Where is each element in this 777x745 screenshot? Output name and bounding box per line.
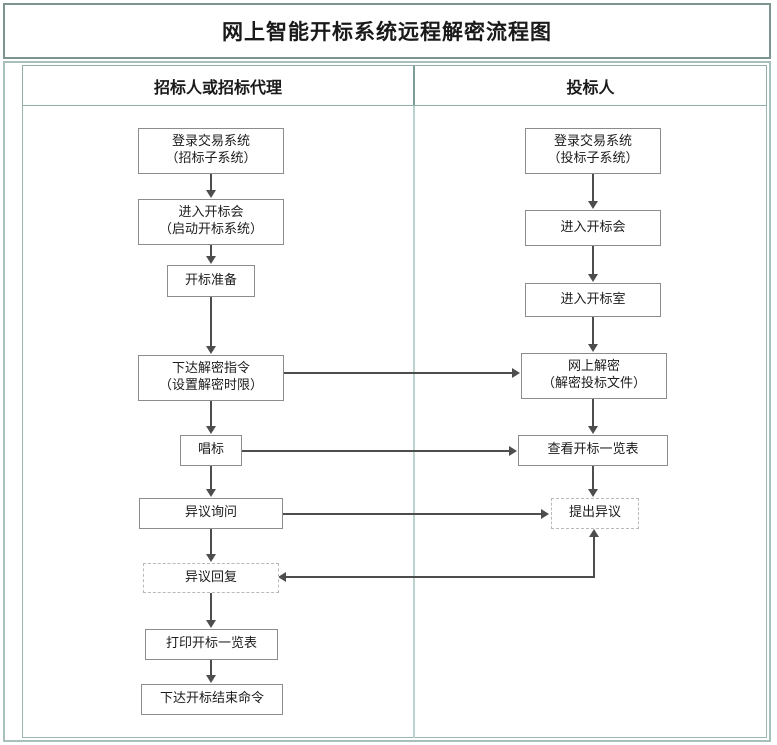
node-r1-line2: （投标子系统） [547,151,639,166]
node-l7-line1: 异议回复 [184,569,237,585]
node-raise-objection[interactable]: 提出异议 [551,498,639,529]
node-print-bid-opening-list[interactable]: 打印开标一览表 [145,629,278,660]
node-login-trading-system-tenderer[interactable]: 登录交易系统 （招标子系统） [138,128,284,174]
node-r4-line2: （解密投标文件） [541,376,646,391]
node-issue-decrypt-command[interactable]: 下达解密指令 （设置解密时限） [138,355,284,401]
node-r3-line1: 进入开标室 [560,291,626,307]
node-call-bid[interactable]: 唱标 [180,435,242,466]
swimlane-header-bidder: 投标人 [415,66,766,105]
edge-l8-l9-line [210,660,212,676]
node-enter-bid-opening-meeting-bidder[interactable]: 进入开标会 [525,210,661,246]
edge-l5-l6-arrow [206,489,216,497]
node-issue-bid-opening-end-command[interactable]: 下达开标结束命令 [141,684,283,715]
node-l2-line1: 进入开标会 [178,205,244,221]
node-l8-line1: 打印开标一览表 [165,636,257,652]
edge-l5-l6-line [210,466,212,490]
edge-l6-l7-line [210,529,212,555]
node-enter-bid-opening-room[interactable]: 进入开标室 [525,283,661,317]
edge-l2-l3-line [210,245,212,257]
edge-l7-l8-arrow [206,620,216,628]
edge-l6-r6-arrow [541,509,549,519]
edge-r6-l7-arrow [278,572,286,582]
node-l2-line2: （启动开标系统） [158,222,263,237]
node-l1-line2: （招标子系统） [165,151,257,166]
node-l4-line2: （设置解密时限） [158,378,263,393]
node-r5-line1: 查看开标一览表 [547,442,639,458]
edge-r3-r4-arrow [588,344,598,352]
node-objection-reply[interactable]: 异议回复 [143,563,279,593]
node-l3-line1: 开标准备 [184,272,237,288]
edge-r4-r5-line [592,399,594,427]
edge-r1-r2-line [592,174,594,202]
node-bid-opening-preparation[interactable]: 开标准备 [167,265,255,297]
edge-r2-r3-arrow [588,274,598,282]
swimlane-header-tenderer-label: 招标人或招标代理 [153,77,282,97]
edge-l1-l2-arrow [206,190,216,198]
edge-r4-r5-arrow [588,426,598,434]
edge-l3-l4-line [210,297,212,347]
swimlane-divider [413,106,415,738]
edge-l3-l4-arrow [206,346,216,354]
edge-l6-l7-arrow [206,554,216,562]
diagram-title-box: 网上智能开标系统远程解密流程图 [3,3,771,59]
edge-r6-l7-hline [286,576,595,578]
edge-r5-r6-arrow [588,489,598,497]
edge-r3-r4-line [592,317,594,345]
node-login-trading-system-bidder[interactable]: 登录交易系统 （投标子系统） [525,128,661,174]
edge-r1-r2-arrow [588,201,598,209]
edge-l6-r6-line [283,513,542,515]
node-l5-line1: 唱标 [197,442,224,458]
edge-r2-r3-line [592,246,594,274]
edge-l4-l5-arrow [206,426,216,434]
edge-l4-r4-arrow [512,368,520,378]
edge-r6-l7-vline [593,536,595,578]
node-l6-line1: 异议询问 [184,505,237,521]
edge-l4-l5-line [210,401,212,427]
page-title: 网上智能开标系统远程解密流程图 [222,20,552,44]
edge-l1-l2-line [210,174,212,191]
edge-l4-r4-line [284,372,513,374]
edge-l5-r5-line [242,450,510,452]
swimlane-table-frame [22,65,767,738]
edge-l2-l3-arrow [206,256,216,264]
node-l9-line1: 下达开标结束命令 [159,691,264,707]
swimlane-header-tenderer: 招标人或招标代理 [23,66,415,105]
swimlane-header-bidder-label: 投标人 [566,77,615,97]
node-l4-line1: 下达解密指令 [171,361,250,377]
edge-l5-r5-arrow [509,446,517,456]
node-view-bid-opening-list[interactable]: 查看开标一览表 [518,435,668,466]
edge-r5-r6-line [592,466,594,490]
node-r6-line1: 提出异议 [568,505,621,521]
node-enter-bid-opening-meeting-tenderer[interactable]: 进入开标会 （启动开标系统） [138,199,284,245]
node-objection-inquiry[interactable]: 异议询问 [139,498,283,529]
swimlane-header-row: 招标人或招标代理 投标人 [22,65,767,106]
edge-l7-l8-line [210,593,212,621]
edge-r6-l7-up-arrow [589,529,599,537]
node-l1-line1: 登录交易系统 [171,134,250,150]
edge-l8-l9-arrow [206,675,216,683]
node-r2-line1: 进入开标会 [560,219,626,235]
node-r4-line1: 网上解密 [567,359,620,375]
node-online-decryption[interactable]: 网上解密 （解密投标文件） [521,353,667,399]
node-r1-line1: 登录交易系统 [553,134,632,150]
